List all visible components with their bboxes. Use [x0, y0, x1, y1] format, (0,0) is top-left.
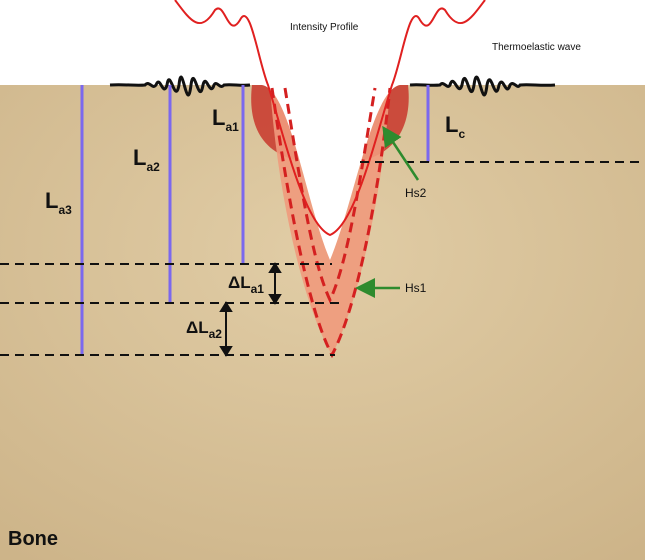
- intensity-profile-curve: [174, 0, 486, 237]
- label-la2: La2: [133, 145, 160, 174]
- label-delta-la2: ΔLa2: [186, 318, 222, 341]
- hs2-pointer-arrow: [382, 125, 420, 181]
- label-bone: Bone: [8, 528, 58, 550]
- delta-arrow-la1: [268, 262, 282, 305]
- thermoelastic-wave-label: Thermoelastic wave: [492, 42, 581, 53]
- label-la1: La1: [212, 105, 239, 134]
- intensity-profile-label: Intensity Profile: [290, 22, 359, 33]
- thermoelastic-wave-left: [109, 75, 251, 97]
- ablated-crater: [262, 0, 400, 260]
- label-lc: Lc: [445, 112, 465, 141]
- delta-arrow-la2: [219, 301, 233, 357]
- label-la3: La3: [45, 188, 72, 217]
- crater-boundary-1: [283, 87, 377, 304]
- label-hs1: Hs1: [405, 281, 427, 295]
- label-hs2: Hs2: [405, 186, 427, 200]
- thermoelastic-wave-right: [409, 75, 556, 97]
- label-delta-la1: ΔLa1: [228, 273, 264, 296]
